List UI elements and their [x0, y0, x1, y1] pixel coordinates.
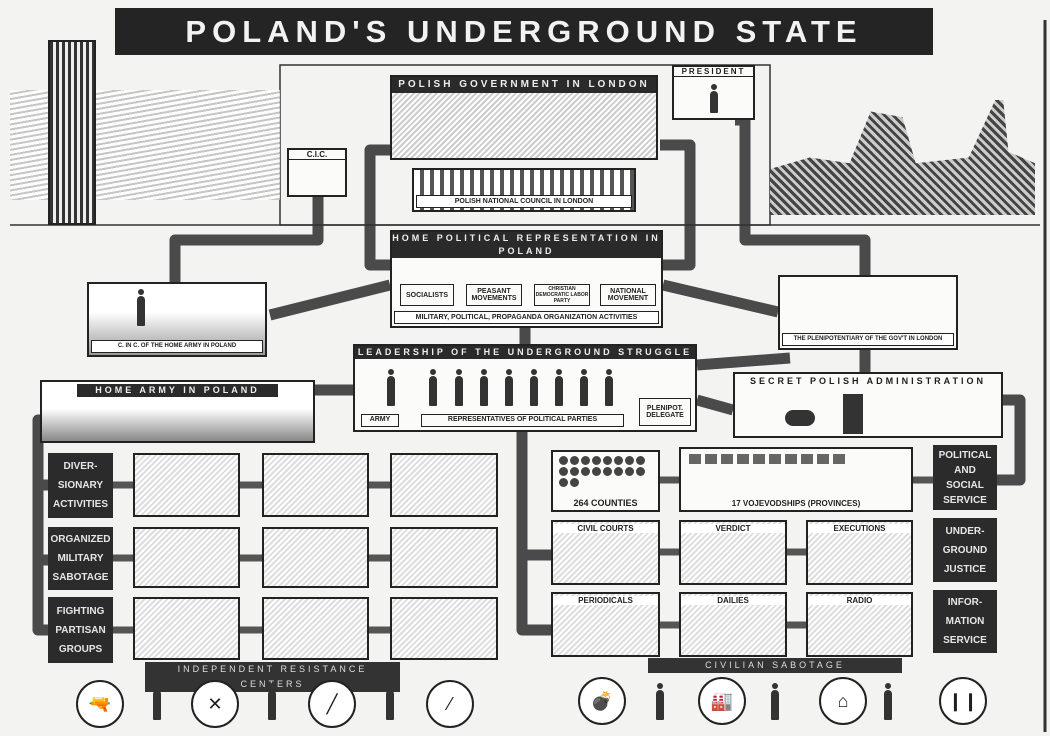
counties-label: 264 COUNTIES	[573, 498, 638, 508]
verdict-picture: VERDICT	[679, 520, 787, 585]
diversion-planning-picture	[262, 453, 369, 517]
plenipotentiary-box: THE PLENIPOTENTIARY OF THE GOV'T IN LOND…	[778, 275, 958, 350]
verdict-label: VERDICT	[681, 524, 785, 533]
home-army-in-poland: HOME ARMY IN POLAND	[40, 380, 315, 443]
factory-icon: 🏭	[698, 677, 746, 725]
person-icon	[555, 369, 563, 406]
title-banner: POLAND'S UNDERGROUND STATE	[115, 8, 933, 55]
person-icon	[387, 369, 395, 406]
label-political-social-service: POLITICAL AND SOCIAL SERVICE	[933, 445, 997, 510]
president-box: PRESIDENT	[672, 65, 755, 120]
counties-box: 264 COUNTIES	[551, 450, 660, 512]
dailies-label: DAILIES	[681, 596, 785, 605]
party-reps-label: REPRESENTATIVES OF POLITICAL PARTIES	[421, 414, 624, 427]
bullets-icon: ❙❙	[939, 677, 987, 725]
party-national: NATIONAL MOVEMENT	[600, 284, 656, 306]
executions-label: EXECUTIONS	[808, 524, 911, 533]
polish-government-in-london: POLISH GOVERNMENT IN LONDON	[390, 75, 658, 160]
plenipotentiary-label: THE PLENIPOTENTIARY OF THE GOV'T IN LOND…	[782, 333, 954, 346]
army-label: ARMY	[361, 414, 399, 427]
home-political-representation: HOME POLITICAL REPRESENTATION IN POLAND …	[390, 230, 663, 328]
leadership-of-underground-struggle: LEADERSHIP OF THE UNDERGROUND STRUGGLE A…	[353, 344, 697, 432]
national-council-label: POLISH NATIONAL COUNCIL IN LONDON	[416, 195, 632, 208]
party-peasant: PEASANT MOVEMENTS	[466, 284, 522, 306]
person-icon	[580, 369, 588, 406]
cic-box: C.I.C.	[287, 148, 347, 197]
person-icon	[505, 369, 513, 406]
diversion-meeting-picture	[133, 453, 240, 517]
label-underground-justice: UNDER- GROUND JUSTICE	[933, 518, 997, 582]
sabotage-explosion-picture	[390, 527, 498, 588]
partisan-fight-picture	[262, 597, 369, 660]
party-christian-democratic: CHRISTIAN DEMOCRATIC LABOR PARTY	[534, 284, 590, 306]
radio-picture: RADIO	[806, 592, 913, 657]
periodicals-label: PERIODICALS	[553, 596, 658, 605]
cic-label: C.I.C.	[289, 150, 345, 160]
polish-national-council: POLISH NATIONAL COUNCIL IN LONDON	[412, 168, 636, 212]
label-fighting-partisan-groups: FIGHTING PARTISAN GROUPS	[48, 597, 113, 663]
civil-courts-picture: CIVIL COURTS	[551, 520, 660, 585]
woman-icon	[884, 683, 892, 720]
provinces-label: 17 VOJEVODSHIPS (PROVINCES)	[731, 499, 861, 508]
sabotage-bridge-picture	[133, 527, 240, 588]
big-ben-illustration	[48, 40, 96, 225]
gov-london-label: POLISH GOVERNMENT IN LONDON	[392, 77, 656, 93]
executions-picture: EXECUTIONS	[806, 520, 913, 585]
label-information-service: INFOR- MATION SERVICE	[933, 590, 997, 653]
radio-label: RADIO	[808, 596, 911, 605]
person-icon	[386, 683, 394, 720]
diversion-soldiers-picture	[390, 453, 498, 517]
label-diversionary-activities: DIVER- SIONARY ACTIVITIES	[48, 453, 113, 518]
person-icon	[480, 369, 488, 406]
person-icon	[153, 683, 161, 720]
person-icon	[268, 683, 276, 720]
houses-icon: ⌂	[819, 677, 867, 725]
home-political-footer: MILITARY, POLITICAL, PROPAGANDA ORGANIZA…	[394, 311, 659, 324]
person-icon	[605, 369, 613, 406]
telephone-icon	[785, 410, 815, 426]
home-political-title: HOME POLITICAL REPRESENTATION IN POLAND	[392, 232, 661, 258]
person-icon	[530, 369, 538, 406]
bayonet-icon: ⁄	[426, 680, 474, 728]
label-organized-military-sabotage: ORGANIZED MILITARY SABOTAGE	[48, 527, 113, 590]
person-icon	[455, 369, 463, 406]
dailies-picture: DAILIES	[679, 592, 787, 657]
submachine-gun-icon: ╱	[308, 680, 356, 728]
delegate-label: PLENIPOT. DELEGATE	[639, 398, 691, 426]
cinc-label: C. IN C. OF THE HOME ARMY IN POLAND	[91, 340, 263, 353]
commander-figure-icon	[137, 289, 145, 326]
secret-admin-title: SECRET POLISH ADMINISTRATION	[749, 376, 986, 386]
civilian-sabotage-bar: CIVILIAN SABOTAGE	[648, 658, 902, 673]
worker-icon	[656, 683, 664, 720]
cinc-home-army: C. IN C. OF THE HOME ARMY IN POLAND	[87, 282, 267, 357]
grenades-icon: 💣	[578, 677, 626, 725]
crossed-rifles-icon: ✕	[191, 680, 239, 728]
person-icon	[429, 369, 437, 406]
sabotage-factory-picture	[262, 527, 369, 588]
leadership-title: LEADERSHIP OF THE UNDERGROUND STRUGGLE	[355, 346, 695, 359]
home-army-title: HOME ARMY IN POLAND	[77, 384, 278, 397]
pistol-icon: 🔫	[76, 680, 124, 728]
party-socialists: SOCIALISTS	[400, 284, 454, 306]
civil-courts-label: CIVIL COURTS	[553, 524, 658, 533]
president-label: PRESIDENT	[674, 67, 753, 77]
partisan-machinegun-picture	[390, 597, 498, 660]
partisans-picture	[133, 597, 240, 660]
periodicals-picture: PERIODICALS	[551, 592, 660, 657]
secret-polish-administration: SECRET POLISH ADMINISTRATION	[733, 372, 1003, 438]
farmer-icon	[771, 683, 779, 720]
provinces-box: 17 VOJEVODSHIPS (PROVINCES)	[679, 447, 913, 512]
person-icon	[710, 84, 718, 113]
door-icon	[843, 394, 863, 434]
